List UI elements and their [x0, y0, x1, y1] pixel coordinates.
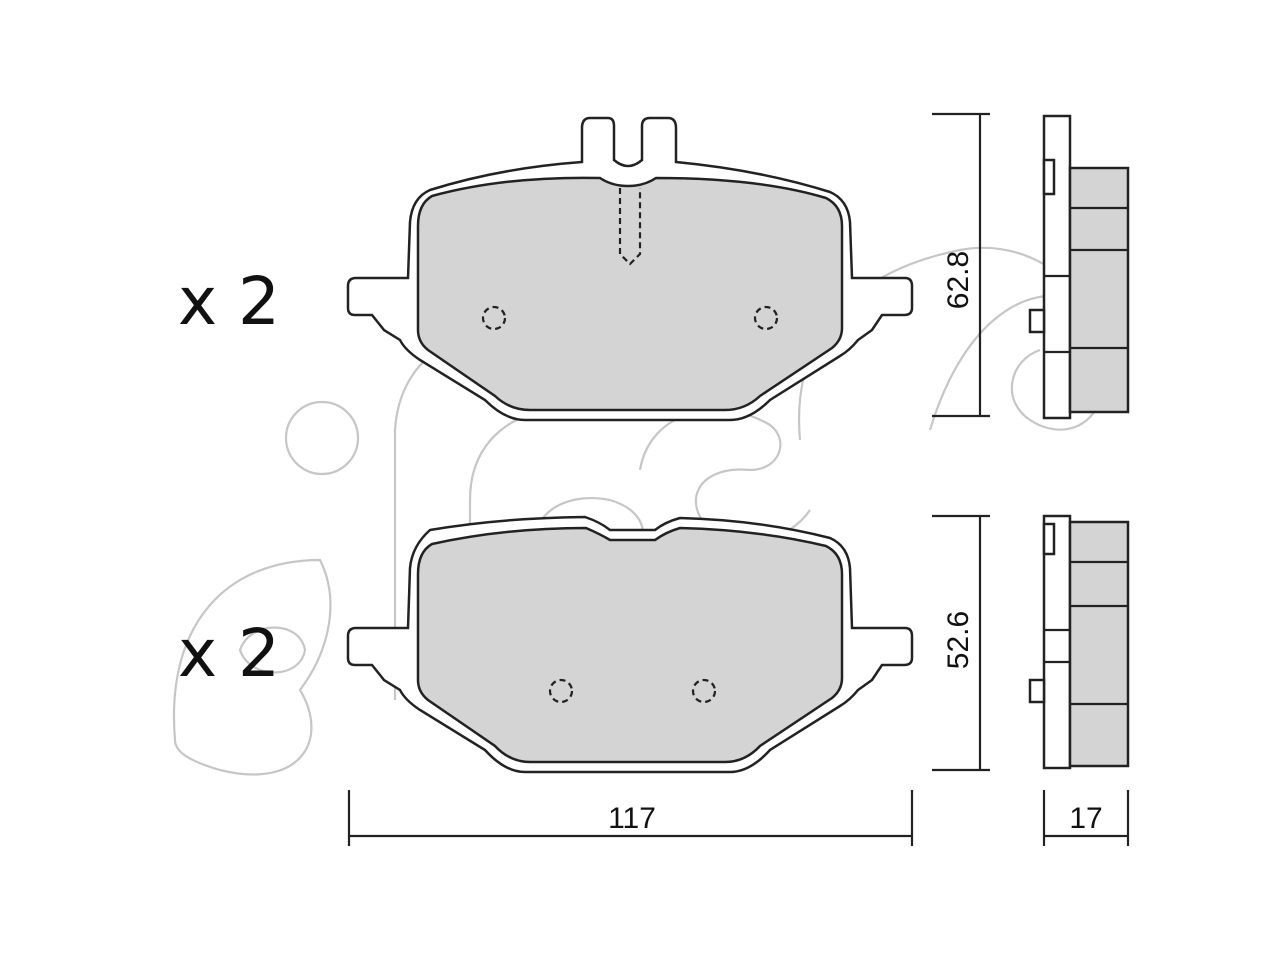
pad-1-friction-material	[416, 176, 844, 412]
pad-1-height-label: 62.8	[942, 251, 975, 309]
pad-2-hole-left	[548, 678, 574, 704]
thickness-label: 17	[1069, 802, 1102, 835]
thickness-dimension: 17	[1042, 790, 1130, 846]
width-dimension: 117	[347, 790, 914, 846]
pad-2-side-friction	[1068, 520, 1130, 768]
pad-1-hole-right	[753, 305, 779, 331]
pad-1-side-friction	[1068, 166, 1130, 414]
pad-2-friction-material	[416, 526, 844, 764]
pad-2-height-label: 52.6	[942, 611, 975, 669]
pad-2-height-dimension: 52.6	[932, 514, 990, 772]
pad-2-side-backing	[1042, 514, 1072, 770]
pad-1-wear-sensor-slot	[618, 188, 642, 266]
pad-1-side-view	[1028, 114, 1130, 420]
pad-2-side-view	[1028, 514, 1130, 770]
pad-2-hole-right	[691, 678, 717, 704]
pad-1-hole-left	[481, 305, 507, 331]
pad-1-quantity-label: x 2	[178, 263, 280, 340]
pad-2-quantity-label: x 2	[178, 615, 280, 692]
width-label: 117	[608, 802, 656, 835]
pad-2-front-view	[346, 515, 914, 774]
pad-1-height-dimension: 62.8	[932, 112, 990, 418]
pad-1-front-view	[346, 116, 914, 422]
